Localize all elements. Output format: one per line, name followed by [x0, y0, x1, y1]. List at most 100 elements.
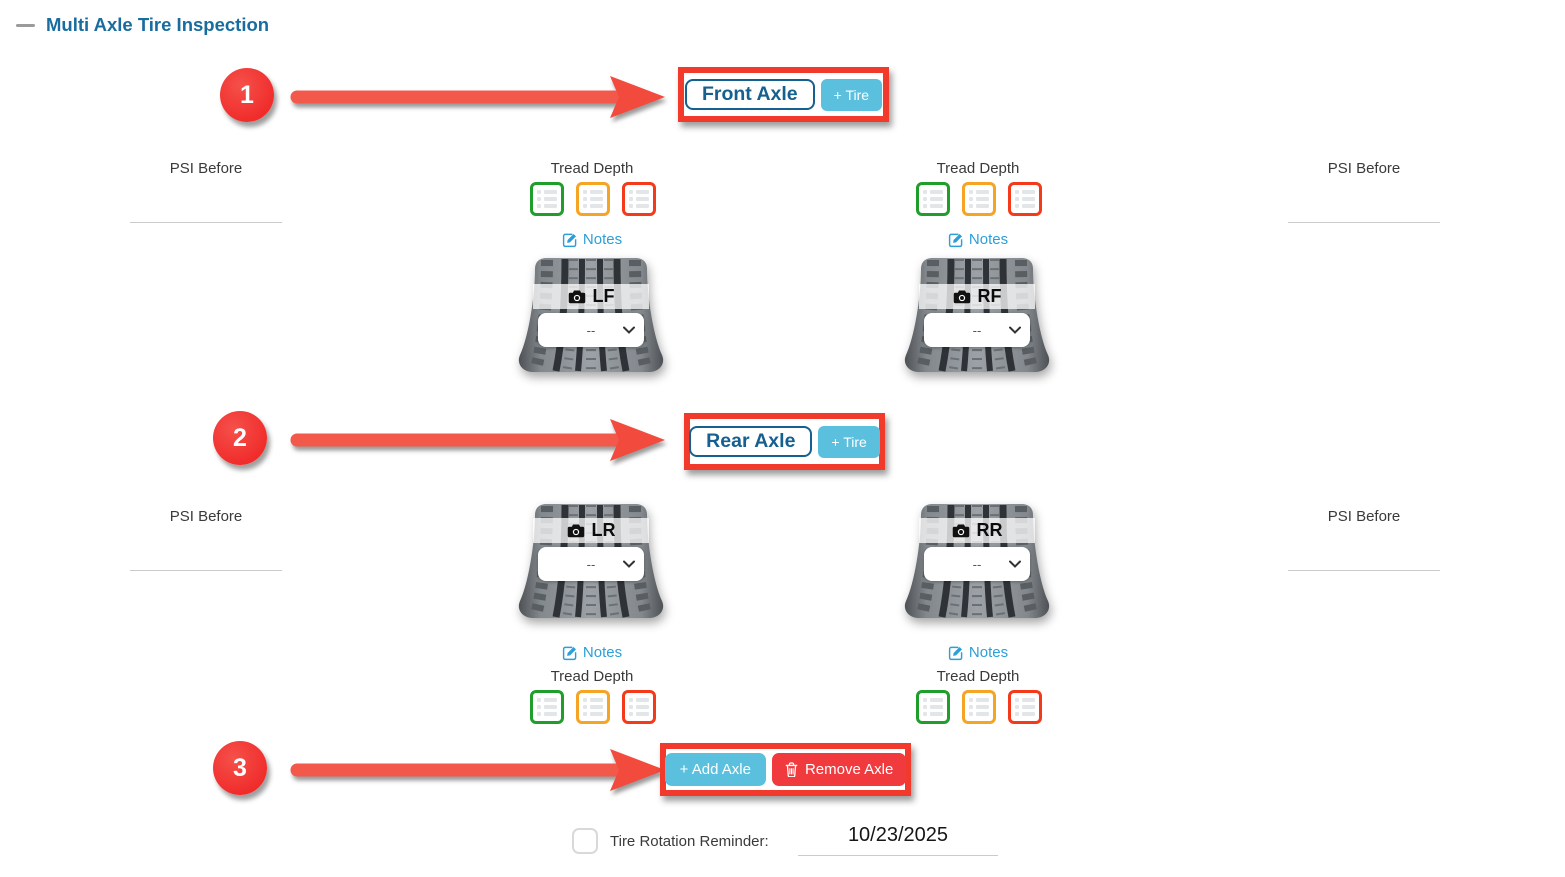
camera-icon	[568, 290, 585, 304]
collapse-section-icon[interactable]	[16, 24, 35, 27]
annotation-step-2-number: 2	[233, 423, 247, 452]
tire-condition-select-rf[interactable]: --	[924, 313, 1030, 347]
notes-label: Notes	[582, 231, 623, 248]
tread-depth-label-rr: Tread Depth	[936, 668, 1020, 685]
tread-depth-warn-button[interactable]	[576, 690, 610, 724]
list-icon	[1015, 190, 1035, 208]
list-icon	[1015, 698, 1035, 716]
tread-depth-warn-button[interactable]	[962, 182, 996, 216]
tread-depth-good-button[interactable]	[916, 690, 950, 724]
psi-before-label-rr: PSI Before	[1327, 508, 1401, 525]
notes-link-rf[interactable]: Notes	[903, 231, 1053, 248]
annotation-box-rear-axle: Rear Axle + Tire	[684, 413, 885, 470]
chevron-down-icon	[623, 326, 635, 334]
tire-code: LF	[592, 286, 615, 306]
tread-depth-buttons-rr	[916, 690, 1042, 724]
tire-lr: LR --	[516, 502, 666, 620]
tire-photo-button-rf[interactable]: RF	[919, 284, 1035, 309]
tire-condition-value: --	[586, 556, 596, 572]
tire-photo-button-rr[interactable]: RR	[919, 518, 1035, 543]
list-icon	[583, 698, 603, 716]
add-tire-button-front[interactable]: + Tire	[820, 78, 883, 111]
tread-depth-bad-button[interactable]	[622, 690, 656, 724]
tire-condition-value: --	[972, 322, 982, 338]
tread-depth-label-lf: Tread Depth	[550, 160, 634, 177]
tire-code: RR	[976, 520, 1003, 540]
tire-code: RF	[977, 286, 1002, 306]
notes-label: Notes	[968, 644, 1009, 661]
list-icon	[923, 190, 943, 208]
list-icon	[583, 190, 603, 208]
annotation-step-2: 2	[213, 411, 267, 465]
add-tire-button-rear[interactable]: + Tire	[818, 425, 880, 458]
tread-depth-warn-button[interactable]	[576, 182, 610, 216]
tire-rf: RF --	[902, 256, 1052, 374]
remove-axle-button[interactable]: Remove Axle	[771, 753, 907, 786]
trash-icon	[785, 762, 798, 777]
list-icon	[969, 698, 989, 716]
list-icon	[629, 698, 649, 716]
tire-condition-select-lf[interactable]: --	[538, 313, 644, 347]
annotation-step-3-number: 3	[233, 753, 247, 782]
chevron-down-icon	[1009, 326, 1021, 334]
tread-depth-buttons-lf	[530, 182, 656, 216]
tire-photo-button-lr[interactable]: LR	[533, 518, 649, 543]
annotation-arrow-3	[290, 749, 665, 791]
tire-photo-button-lf[interactable]: LF	[533, 284, 649, 309]
tire-rr: RR --	[902, 502, 1052, 620]
annotation-arrow-2	[290, 419, 665, 461]
tread-depth-bad-button[interactable]	[1008, 690, 1042, 724]
page-title: Multi Axle Tire Inspection	[46, 14, 270, 35]
notes-link-lr[interactable]: Notes	[517, 644, 667, 661]
annotation-box-axle-actions: + Add Axle Remove Axle	[660, 743, 911, 796]
tread-depth-good-button[interactable]	[530, 690, 564, 724]
edit-icon	[562, 646, 577, 660]
tire-rotation-checkbox[interactable]	[572, 828, 598, 854]
tread-depth-bad-button[interactable]	[622, 182, 656, 216]
front-axle-button[interactable]: Front Axle	[684, 79, 815, 110]
psi-before-label-lf: PSI Before	[169, 160, 243, 177]
tread-depth-good-button[interactable]	[530, 182, 564, 216]
notes-label: Notes	[968, 231, 1009, 248]
notes-link-lf[interactable]: Notes	[517, 231, 667, 248]
psi-before-input-rf[interactable]	[1288, 222, 1440, 223]
edit-icon	[948, 233, 963, 247]
tread-depth-label-rf: Tread Depth	[936, 160, 1020, 177]
notes-link-rr[interactable]: Notes	[903, 644, 1053, 661]
list-icon	[537, 190, 557, 208]
list-icon	[537, 698, 557, 716]
tire-condition-select-lr[interactable]: --	[538, 547, 644, 581]
annotation-step-1-number: 1	[240, 80, 254, 109]
tread-depth-good-button[interactable]	[916, 182, 950, 216]
psi-before-label-lr: PSI Before	[169, 508, 243, 525]
notes-label: Notes	[582, 644, 623, 661]
psi-before-input-lr[interactable]	[130, 570, 282, 571]
tread-depth-bad-button[interactable]	[1008, 182, 1042, 216]
tire-code: LR	[591, 520, 616, 540]
list-icon	[969, 190, 989, 208]
add-axle-button[interactable]: + Add Axle	[664, 753, 766, 786]
chevron-down-icon	[623, 560, 635, 568]
camera-icon	[952, 524, 969, 538]
tire-condition-select-rr[interactable]: --	[924, 547, 1030, 581]
remove-axle-label: Remove Axle	[804, 761, 894, 778]
psi-before-input-rr[interactable]	[1288, 570, 1440, 571]
rotation-date-underline	[798, 855, 998, 856]
rear-axle-button[interactable]: Rear Axle	[689, 426, 813, 457]
psi-before-label-rf: PSI Before	[1327, 160, 1401, 177]
edit-icon	[948, 646, 963, 660]
tire-condition-value: --	[972, 556, 982, 572]
annotation-box-front-axle: Front Axle + Tire	[678, 67, 889, 122]
psi-before-input-lf[interactable]	[130, 222, 282, 223]
tread-depth-warn-button[interactable]	[962, 690, 996, 724]
minus-icon	[16, 24, 35, 27]
tread-depth-buttons-lr	[530, 690, 656, 724]
tread-depth-label-lr: Tread Depth	[550, 668, 634, 685]
tire-rotation-reminder-label: Tire Rotation Reminder:	[610, 833, 769, 850]
tire-condition-value: --	[586, 322, 596, 338]
annotation-step-1: 1	[220, 68, 274, 122]
tread-depth-buttons-rf	[916, 182, 1042, 216]
rotation-date-input[interactable]: 10/23/2025	[847, 824, 949, 846]
list-icon	[629, 190, 649, 208]
